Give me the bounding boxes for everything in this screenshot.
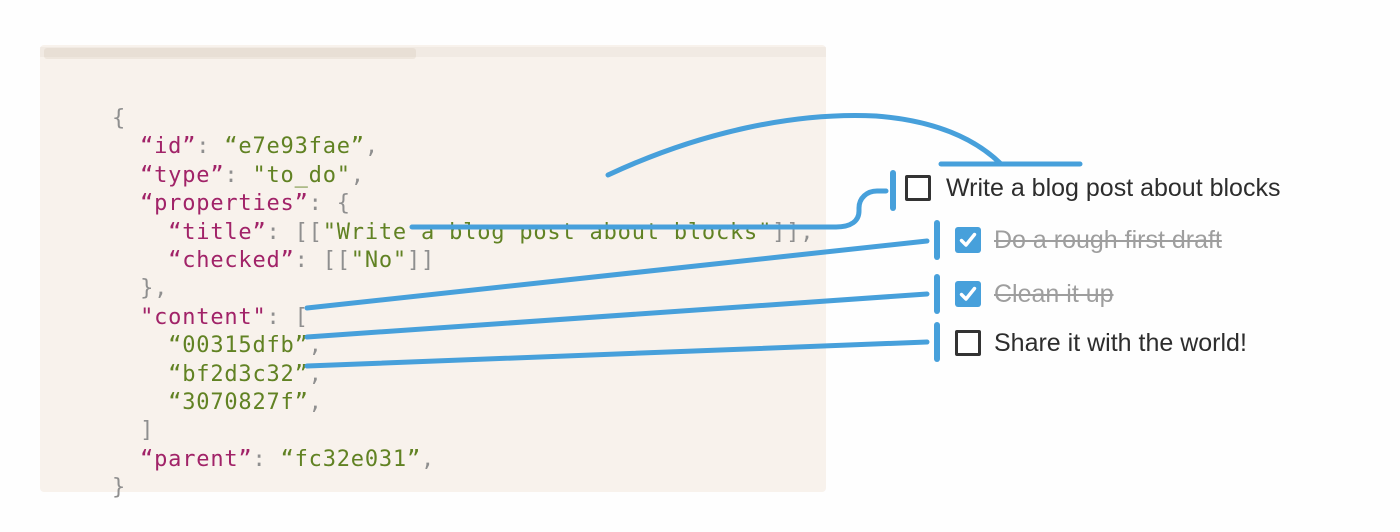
code-token: }, (112, 276, 169, 302)
code-line: ] (112, 417, 814, 445)
todo-label: Clean it up (994, 279, 1114, 308)
code-line: “bf2d3c32”, (112, 361, 814, 389)
code-token: “3070827f” (168, 389, 309, 415)
code-token: "to_do" (252, 162, 351, 188)
code-token: “checked” (168, 247, 295, 273)
code-line: “parent”: “fc32e031”, (112, 446, 814, 474)
code-token: : (266, 304, 295, 330)
code-token: } (112, 475, 127, 501)
code-token: "No" (350, 247, 407, 273)
code-token: [[ (294, 219, 323, 245)
todo-item-4: Share it with the world! (955, 329, 1247, 357)
code-token: : (196, 134, 225, 160)
code-token: ] (112, 418, 155, 444)
code-token: : (294, 247, 323, 273)
code-token: "content" (140, 304, 267, 330)
code-token: : (252, 446, 281, 472)
code-token: “e7e93fae” (224, 134, 365, 160)
code-token (112, 447, 140, 472)
code-token (112, 134, 140, 159)
code-line: “properties”: { (112, 190, 814, 218)
panel-top-shade-left (44, 48, 416, 59)
panel-top-shade (40, 47, 826, 57)
code-token: “bf2d3c32” (168, 361, 309, 387)
code-token: ]], (772, 219, 815, 245)
code-token (112, 362, 168, 387)
todo-item-3: Clean it up (955, 280, 1114, 308)
code-line: { (112, 105, 814, 133)
checkbox-unchecked[interactable] (905, 175, 931, 201)
code-line: "content": [ (112, 304, 814, 332)
code-token (112, 333, 168, 358)
code-token: : (308, 191, 337, 217)
code-token: : (266, 219, 295, 245)
checkbox-checked[interactable] (955, 281, 981, 307)
code-line: } (112, 474, 814, 502)
code-token: “properties” (140, 191, 309, 217)
code-panel: { “id”: “e7e93fae”, “type”: "to_do", “pr… (40, 45, 826, 500)
code-token: “00315dfb” (168, 333, 309, 359)
code-token: "Write a blog post about blocks" (322, 219, 773, 245)
code-line: “id”: “e7e93fae”, (112, 133, 814, 161)
checkmark-icon (959, 232, 977, 247)
code-token: { (336, 191, 351, 217)
code-token: [[ (322, 247, 351, 273)
code-token: “id” (140, 134, 197, 160)
code-token: “fc32e031” (280, 446, 422, 472)
code-token (112, 305, 140, 330)
code-line: “title”: [["Write a blog post about bloc… (112, 219, 814, 247)
code-token: , (308, 361, 323, 387)
code-token (112, 220, 168, 245)
json-code-block: { “id”: “e7e93fae”, “type”: "to_do", “pr… (112, 105, 814, 502)
code-token: , (421, 446, 436, 472)
code-line: }, (112, 275, 814, 303)
checkbox-unchecked[interactable] (955, 330, 981, 356)
code-token: “parent” (140, 446, 253, 472)
code-token: , (364, 134, 379, 160)
checkbox-checked[interactable] (955, 227, 981, 253)
todo-item-2: Do a rough first draft (955, 226, 1222, 254)
code-line: “checked”: [["No"]] (112, 247, 814, 275)
todo-label: Write a blog post about blocks (946, 173, 1281, 202)
code-token (112, 163, 140, 188)
checkmark-icon (959, 286, 977, 301)
code-token: , (308, 333, 323, 359)
code-token: “type” (140, 162, 225, 188)
code-token: [ (294, 304, 309, 330)
todo-label: Share it with the world! (994, 328, 1247, 357)
todo-item-1: Write a blog post about blocks (905, 174, 1280, 202)
code-token: : (224, 162, 253, 188)
code-token: { (112, 106, 127, 131)
code-token: ]] (406, 247, 436, 273)
code-token (112, 248, 168, 273)
code-line: “type”: "to_do", (112, 162, 814, 190)
code-token (112, 390, 168, 415)
code-token: , (308, 389, 323, 415)
code-token: “title” (168, 219, 267, 245)
todo-label: Do a rough first draft (994, 225, 1222, 254)
code-token: , (350, 162, 365, 188)
code-line: “00315dfb”, (112, 332, 814, 360)
code-token (112, 191, 140, 216)
code-line: “3070827f”, (112, 389, 814, 417)
